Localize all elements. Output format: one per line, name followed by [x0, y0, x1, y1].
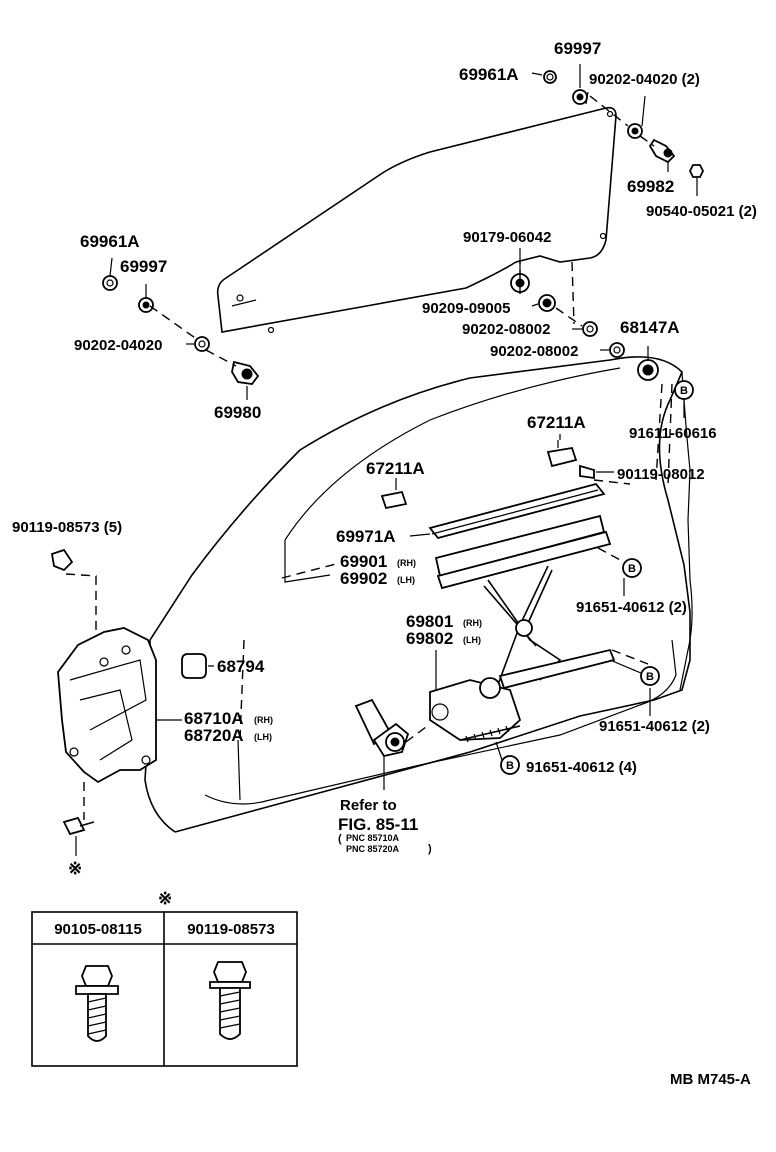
part-labels: 69997 69961A 90202-04020 (2) 69982 90540… [12, 39, 757, 878]
label-90202-08002-b: 90202-08002 [490, 343, 578, 360]
label-91611-60616: 91611-60616 [629, 425, 717, 442]
svg-text:(LH): (LH) [397, 575, 415, 585]
washer-90202-04020-top [627, 123, 643, 139]
table-header-90119-08573: 90119-08573 [187, 921, 275, 938]
callout-b-3: B [640, 666, 660, 686]
clip-67211a-left [380, 490, 408, 510]
svg-text:(RH): (RH) [254, 715, 273, 725]
label-69997-left: 69997 [120, 257, 167, 276]
callout-b-2: B [622, 558, 642, 578]
label-68720a: 68720A [184, 726, 244, 745]
washer-90202-04020-left [194, 336, 210, 352]
label-91651-40612-b: 91651-40612 (2) [599, 718, 710, 735]
bracket-68147a [637, 359, 659, 381]
flange-bolt-icon [75, 965, 119, 1042]
bolt-69980 [231, 360, 260, 385]
glass-channel-69971a [428, 482, 606, 540]
door-panel-outline [144, 356, 693, 833]
svg-text:B: B [506, 760, 514, 772]
label-90202-08002-a: 90202-08002 [462, 321, 550, 338]
regulator-motor [354, 698, 410, 758]
assembly-lines [65, 95, 673, 820]
door-glass [216, 106, 617, 334]
diagram-code: MB M745-A [670, 1071, 751, 1088]
label-69961a-left: 69961A [80, 232, 140, 251]
svg-text:B: B [628, 563, 636, 575]
label-69801: 69801 [406, 612, 453, 631]
window-regulator-69801 [429, 565, 616, 743]
refer-line-1: Refer to [340, 797, 397, 814]
label-90202-04020-top: 90202-04020 (2) [589, 71, 700, 88]
bolt-69982 [648, 138, 676, 164]
bolt-90119-08012 [579, 464, 595, 480]
label-67211a-left: 67211A [366, 459, 425, 478]
label-69982: 69982 [627, 177, 674, 196]
label-69980: 69980 [214, 403, 261, 422]
label-90119-08012: 90119-08012 [617, 466, 705, 483]
label-90202-04020-left: 90202-04020 [74, 337, 162, 354]
refer-note: Refer to FIG. 85-11 ( PNC 85710A PNC 857… [338, 797, 432, 855]
svg-text:(RH): (RH) [397, 558, 416, 568]
glass-channel-69901 [434, 514, 612, 590]
label-69802: 69802 [406, 629, 453, 648]
cushion-69961a-top [543, 70, 557, 84]
label-90540-05021: 90540-05021 (2) [646, 203, 757, 220]
table-header-90105-08115: 90105-08115 [54, 921, 142, 938]
cushion-69961a-left [102, 275, 118, 291]
label-91651-40612-c: 91651-40612 (4) [526, 759, 637, 776]
nut-90209-09005 [538, 294, 556, 312]
bushing-69997-top [572, 89, 588, 105]
bolt-table: ※ 90105-08115 90119-08573 [31, 889, 298, 1067]
hex-bolt-icon [209, 961, 251, 1040]
label-69971a: 69971A [336, 527, 396, 546]
label-67211a-right: 67211A [527, 413, 586, 432]
washer-90202-08002-a [582, 321, 598, 337]
label-69961a-top: 69961A [459, 65, 519, 84]
svg-text:(LH): (LH) [254, 732, 272, 742]
svg-text:B: B [680, 385, 688, 397]
svg-text:B: B [646, 671, 654, 683]
bushing-69997-left [138, 297, 154, 313]
svg-text:(: ( [338, 833, 342, 845]
callout-b-4: B [500, 755, 520, 775]
label-68794: 68794 [217, 657, 265, 676]
label-68147a: 68147A [620, 318, 680, 337]
svg-text:(LH): (LH) [463, 635, 481, 645]
svg-text:(RH): (RH) [463, 618, 482, 628]
label-69902: 69902 [340, 569, 387, 588]
label-90179-06042: 90179-06042 [463, 229, 551, 246]
label-68710a: 68710A [184, 709, 244, 728]
nut-90540-05021 [688, 164, 705, 178]
bolt-lower [62, 816, 95, 836]
label-90209-09005: 90209-09005 [422, 300, 510, 317]
label-91651-40612-a: 91651-40612 (2) [576, 599, 687, 616]
leader-lines [75, 64, 698, 856]
table-asterisk: ※ [158, 889, 172, 908]
label-69997-top: 69997 [554, 39, 601, 58]
callout-b-1: B [674, 380, 694, 400]
svg-text:): ) [428, 843, 432, 855]
refer-line-2: FIG. 85-11 [338, 815, 418, 834]
plug-68794 [181, 653, 207, 679]
clip-67211a-right [546, 440, 578, 468]
refer-pnc-1: PNC 85710A [346, 833, 400, 843]
label-90119-08573-5: 90119-08573 (5) [12, 519, 122, 536]
door-hinge-bracket-68710a [57, 627, 157, 784]
refer-pnc-2: PNC 85720A [346, 844, 400, 854]
bolt-90119-08573-top [50, 548, 74, 572]
label-69901: 69901 [340, 552, 387, 571]
washer-90202-08002-b [609, 342, 625, 358]
asterisk-mark-bolt: ※ [68, 859, 82, 878]
